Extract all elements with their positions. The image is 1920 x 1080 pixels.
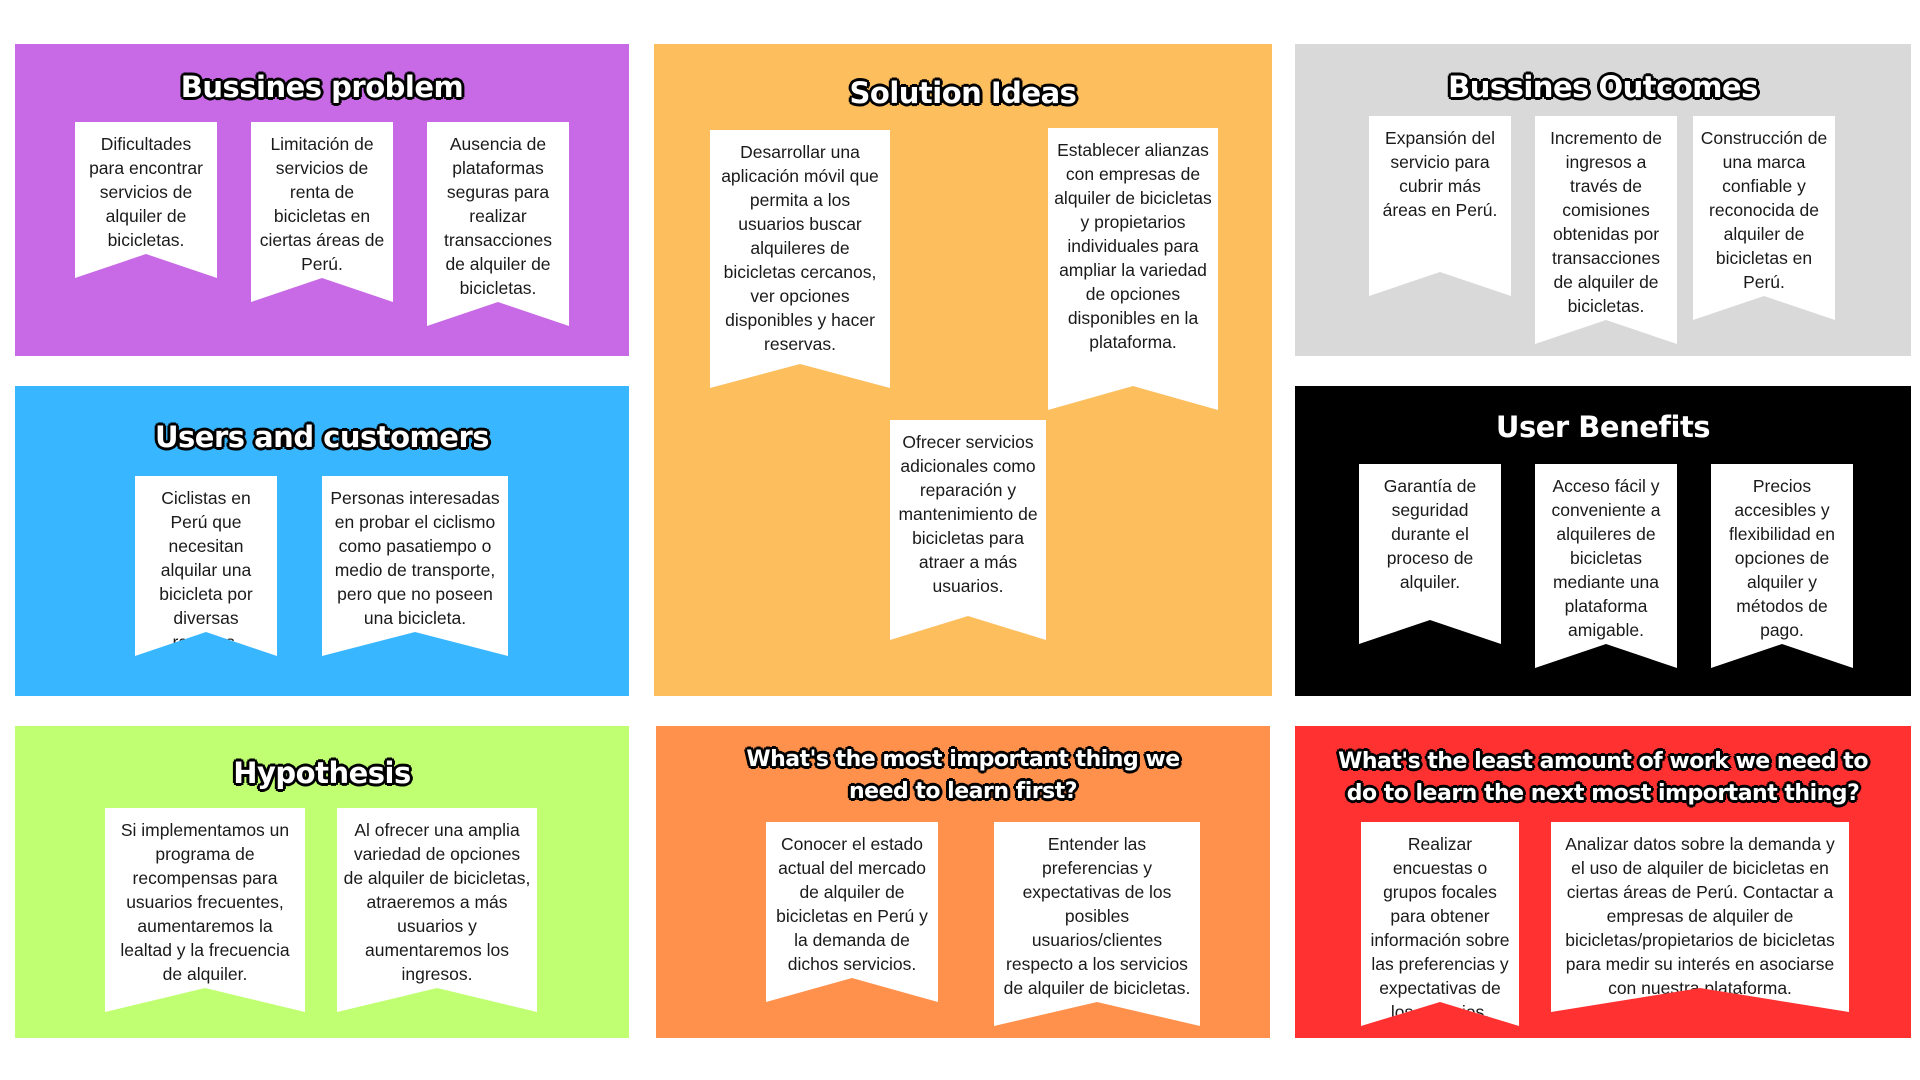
- panel-users-customers: Users and customers Ciclistas en Perú qu…: [15, 386, 629, 696]
- sticky-note: Realizar encuestas o grupos focales para…: [1361, 822, 1519, 1026]
- panel-user-benefits: User Benefits Garantía de seguridad dura…: [1295, 386, 1911, 696]
- sticky-note: Ofrecer servicios adicionales como repar…: [890, 420, 1046, 640]
- panel-title: Users and customers: [154, 420, 490, 454]
- sticky-note: Desarrollar una aplicación móvil que per…: [710, 130, 890, 388]
- sticky-note: Acceso fácil y conveniente a alquileres …: [1535, 464, 1677, 668]
- panel-title: What's the least amount of work we need …: [1338, 749, 1868, 806]
- sticky-note: Ciclistas en Perú que necesitan alquilar…: [135, 476, 277, 656]
- panel-learn-first: What's the most important thing we need …: [656, 726, 1270, 1038]
- sticky-note: Establecer alianzas con empresas de alqu…: [1048, 128, 1218, 410]
- sticky-note: Dificultades para encontrar servicios de…: [75, 122, 217, 278]
- panel-solution-ideas: Solution Ideas Desarrollar una aplicació…: [654, 44, 1272, 696]
- sticky-note: Conocer el estado actual del mercado de …: [766, 822, 938, 1002]
- sticky-note: Expansión del servicio para cubrir más á…: [1369, 116, 1511, 296]
- sticky-note: Garantía de seguridad durante el proceso…: [1359, 464, 1501, 644]
- panel-business-outcomes: Bussines Outcomes Expansión del servicio…: [1295, 44, 1911, 356]
- sticky-note: Si implementamos un programa de recompen…: [105, 808, 305, 1012]
- panel-title: Solution Ideas: [849, 76, 1077, 110]
- panel-title: Bussines Outcomes: [1448, 70, 1758, 104]
- sticky-note: Precios accesibles y flexibilidad en opc…: [1711, 464, 1853, 668]
- sticky-note: Personas interesadas en probar el ciclis…: [322, 476, 508, 656]
- sticky-note: Al ofrecer una amplia variedad de opcion…: [337, 808, 537, 1012]
- panel-hypothesis: Hypothesis Si implementamos un programa …: [15, 726, 629, 1038]
- panel-title: What's the most important thing we need …: [746, 747, 1180, 804]
- sticky-note: Construcción de una marca confiable y re…: [1693, 116, 1835, 320]
- panel-title: Bussines problem: [180, 70, 464, 104]
- panel-least-work: What's the least amount of work we need …: [1295, 726, 1911, 1038]
- panel-title: Hypothesis: [233, 756, 411, 790]
- sticky-note: Limitación de servicios de renta de bici…: [251, 122, 393, 302]
- sticky-note: Incremento de ingresos a través de comis…: [1535, 116, 1677, 344]
- sticky-note: Ausencia de plataformas seguras para rea…: [427, 122, 569, 326]
- sticky-note: Analizar datos sobre la demanda y el uso…: [1551, 822, 1849, 1012]
- panel-title: User Benefits: [1495, 410, 1711, 444]
- sticky-note: Entender las preferencias y expectativas…: [994, 822, 1200, 1026]
- panel-business-problem: Bussines problem Dificultades para encon…: [15, 44, 629, 356]
